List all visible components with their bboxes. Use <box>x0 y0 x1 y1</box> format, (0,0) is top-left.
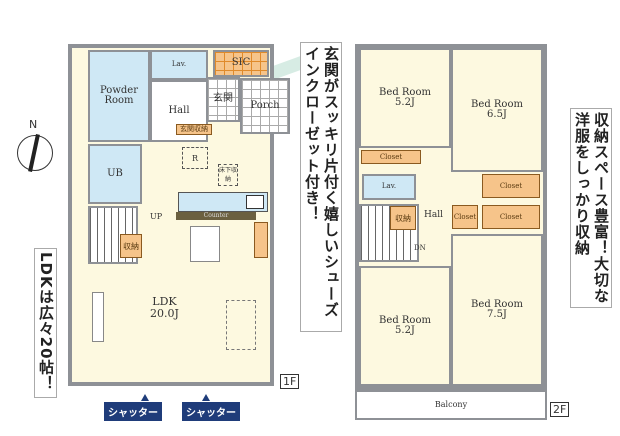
room-toilet-2f: Lav. <box>362 174 416 200</box>
label-genkan: 玄関 <box>213 93 233 105</box>
floor1-label: 1F <box>280 374 300 389</box>
closet-bed-2-b: Closet <box>482 205 540 229</box>
kitchen-counter <box>178 192 268 212</box>
room-genkan: 玄関 <box>206 77 240 122</box>
closet-bed-2-a: Closet <box>482 174 540 198</box>
label-ldk: LDK <box>152 295 177 308</box>
stove-icon <box>246 195 264 209</box>
shutter-label: シャッター <box>182 402 240 421</box>
caption-ldk: LDKは広々20帖！ <box>34 248 57 398</box>
room-toilet: Lav. <box>150 50 208 80</box>
floor2-label: 2F <box>550 402 570 417</box>
room-ub: UB <box>88 144 142 204</box>
shutter-arrow-icon <box>141 394 149 401</box>
counter-bar: Counter <box>176 212 256 220</box>
room-porch: Porch <box>240 78 290 134</box>
shutter-arrow-icon <box>202 394 210 401</box>
dining-table <box>190 226 220 262</box>
label-ub: UB <box>107 167 123 179</box>
underfloor-storage: 床下収納 <box>218 164 238 186</box>
caption-storage: 収納スペース豊富！大切な洋服をしっかり収納 <box>570 108 612 308</box>
label-hall: Hall <box>168 104 190 116</box>
label-hall-2f: Hall <box>424 210 443 220</box>
label-powder: Powder Room <box>99 84 138 106</box>
compass: N <box>14 118 56 178</box>
shelf <box>254 222 268 258</box>
caption-entrance: 玄関がスッキリ片付く嬉しいシューズインクローゼット付き！ <box>300 42 342 332</box>
label-dn: DN <box>414 244 426 252</box>
label-lav: Lav. <box>171 60 187 69</box>
storage-2f: 収納 <box>390 206 416 230</box>
storage-1f: 収納 <box>120 234 142 258</box>
sofa <box>226 300 256 350</box>
shutter-label: シャッター <box>104 402 162 421</box>
label-lav-2f: Lav. <box>381 182 397 191</box>
compass-label: N <box>29 118 38 131</box>
pantry-r: R <box>182 147 208 169</box>
room-sic: SIC <box>213 50 269 77</box>
label-up: UP <box>150 212 163 221</box>
room-ldk: LDK 20.0J <box>150 295 179 321</box>
label-balcony: Balcony <box>434 399 468 409</box>
room-powder: Powder Room <box>88 50 150 142</box>
label-ldk-size: 20.0J <box>150 307 179 321</box>
label-sic: SIC <box>231 57 251 69</box>
label-porch: Porch <box>250 99 280 111</box>
closet-bed-1: Closet <box>361 150 421 164</box>
genkan-storage: 玄関収納 <box>176 124 212 135</box>
tv-board <box>92 292 104 342</box>
closet-hall: Closet <box>452 205 478 229</box>
balcony: Balcony <box>355 390 547 420</box>
